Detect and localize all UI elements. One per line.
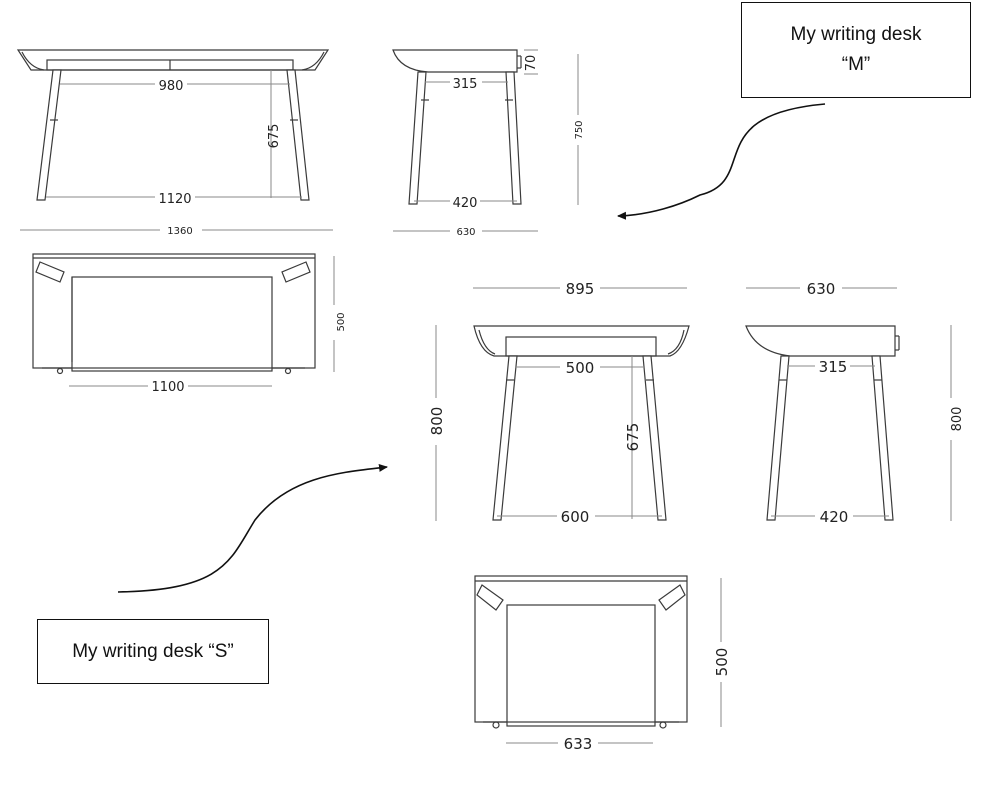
callout-desk-m-line1: My writing desk bbox=[790, 24, 922, 45]
desk-s-top-view: 500 633 bbox=[474, 575, 731, 753]
dim-s-front-600: 600 bbox=[561, 508, 590, 526]
dim-m-side-630: 630 bbox=[456, 227, 475, 238]
callout-desk-m-line2: “M” bbox=[841, 54, 871, 75]
arrow-to-desk-s bbox=[117, 463, 388, 593]
dim-s-top-500: 500 bbox=[713, 648, 731, 677]
dim-s-front-800: 800 bbox=[428, 407, 446, 436]
dim-s-front-675: 675 bbox=[624, 423, 642, 452]
callout-desk-s-line1: My writing desk “S” bbox=[72, 640, 234, 662]
desk-m-top-view: 500 1100 bbox=[32, 253, 347, 395]
dim-m-top-1100: 1100 bbox=[151, 380, 184, 395]
dim-m-front-1120: 1120 bbox=[158, 192, 191, 207]
dim-m-side-420: 420 bbox=[453, 196, 478, 211]
dim-m-top-500: 500 bbox=[336, 312, 347, 331]
dim-s-front-500: 500 bbox=[566, 359, 595, 377]
dim-m-side-70: 70 bbox=[524, 55, 539, 72]
dim-m-side-315: 315 bbox=[453, 77, 478, 92]
desk-s-front-view: 895 800 500 675 600 bbox=[428, 280, 690, 526]
desk-s-side-view: 630 315 420 800 bbox=[745, 280, 965, 526]
callout-desk-s: My writing desk “S” bbox=[37, 619, 269, 684]
dim-m-front-675: 675 bbox=[267, 124, 282, 149]
dim-s-front-895: 895 bbox=[566, 280, 595, 298]
dim-s-side-800: 800 bbox=[950, 407, 965, 432]
desk-m-side-view: 315 70 420 750 630 bbox=[392, 49, 585, 238]
dim-s-side-420: 420 bbox=[820, 508, 849, 526]
callout-desk-m: My writing desk “M” bbox=[741, 2, 971, 98]
dim-m-front-980: 980 bbox=[159, 79, 184, 94]
dim-s-side-315: 315 bbox=[819, 358, 848, 376]
arrow-to-desk-m bbox=[617, 103, 826, 220]
desk-m-front-view: 980 675 1120 1360 bbox=[16, 49, 333, 237]
dim-m-front-1360: 1360 bbox=[167, 226, 192, 237]
dim-s-top-633: 633 bbox=[564, 735, 593, 753]
dim-s-side-630: 630 bbox=[807, 280, 836, 298]
dim-m-side-750: 750 bbox=[574, 120, 585, 139]
